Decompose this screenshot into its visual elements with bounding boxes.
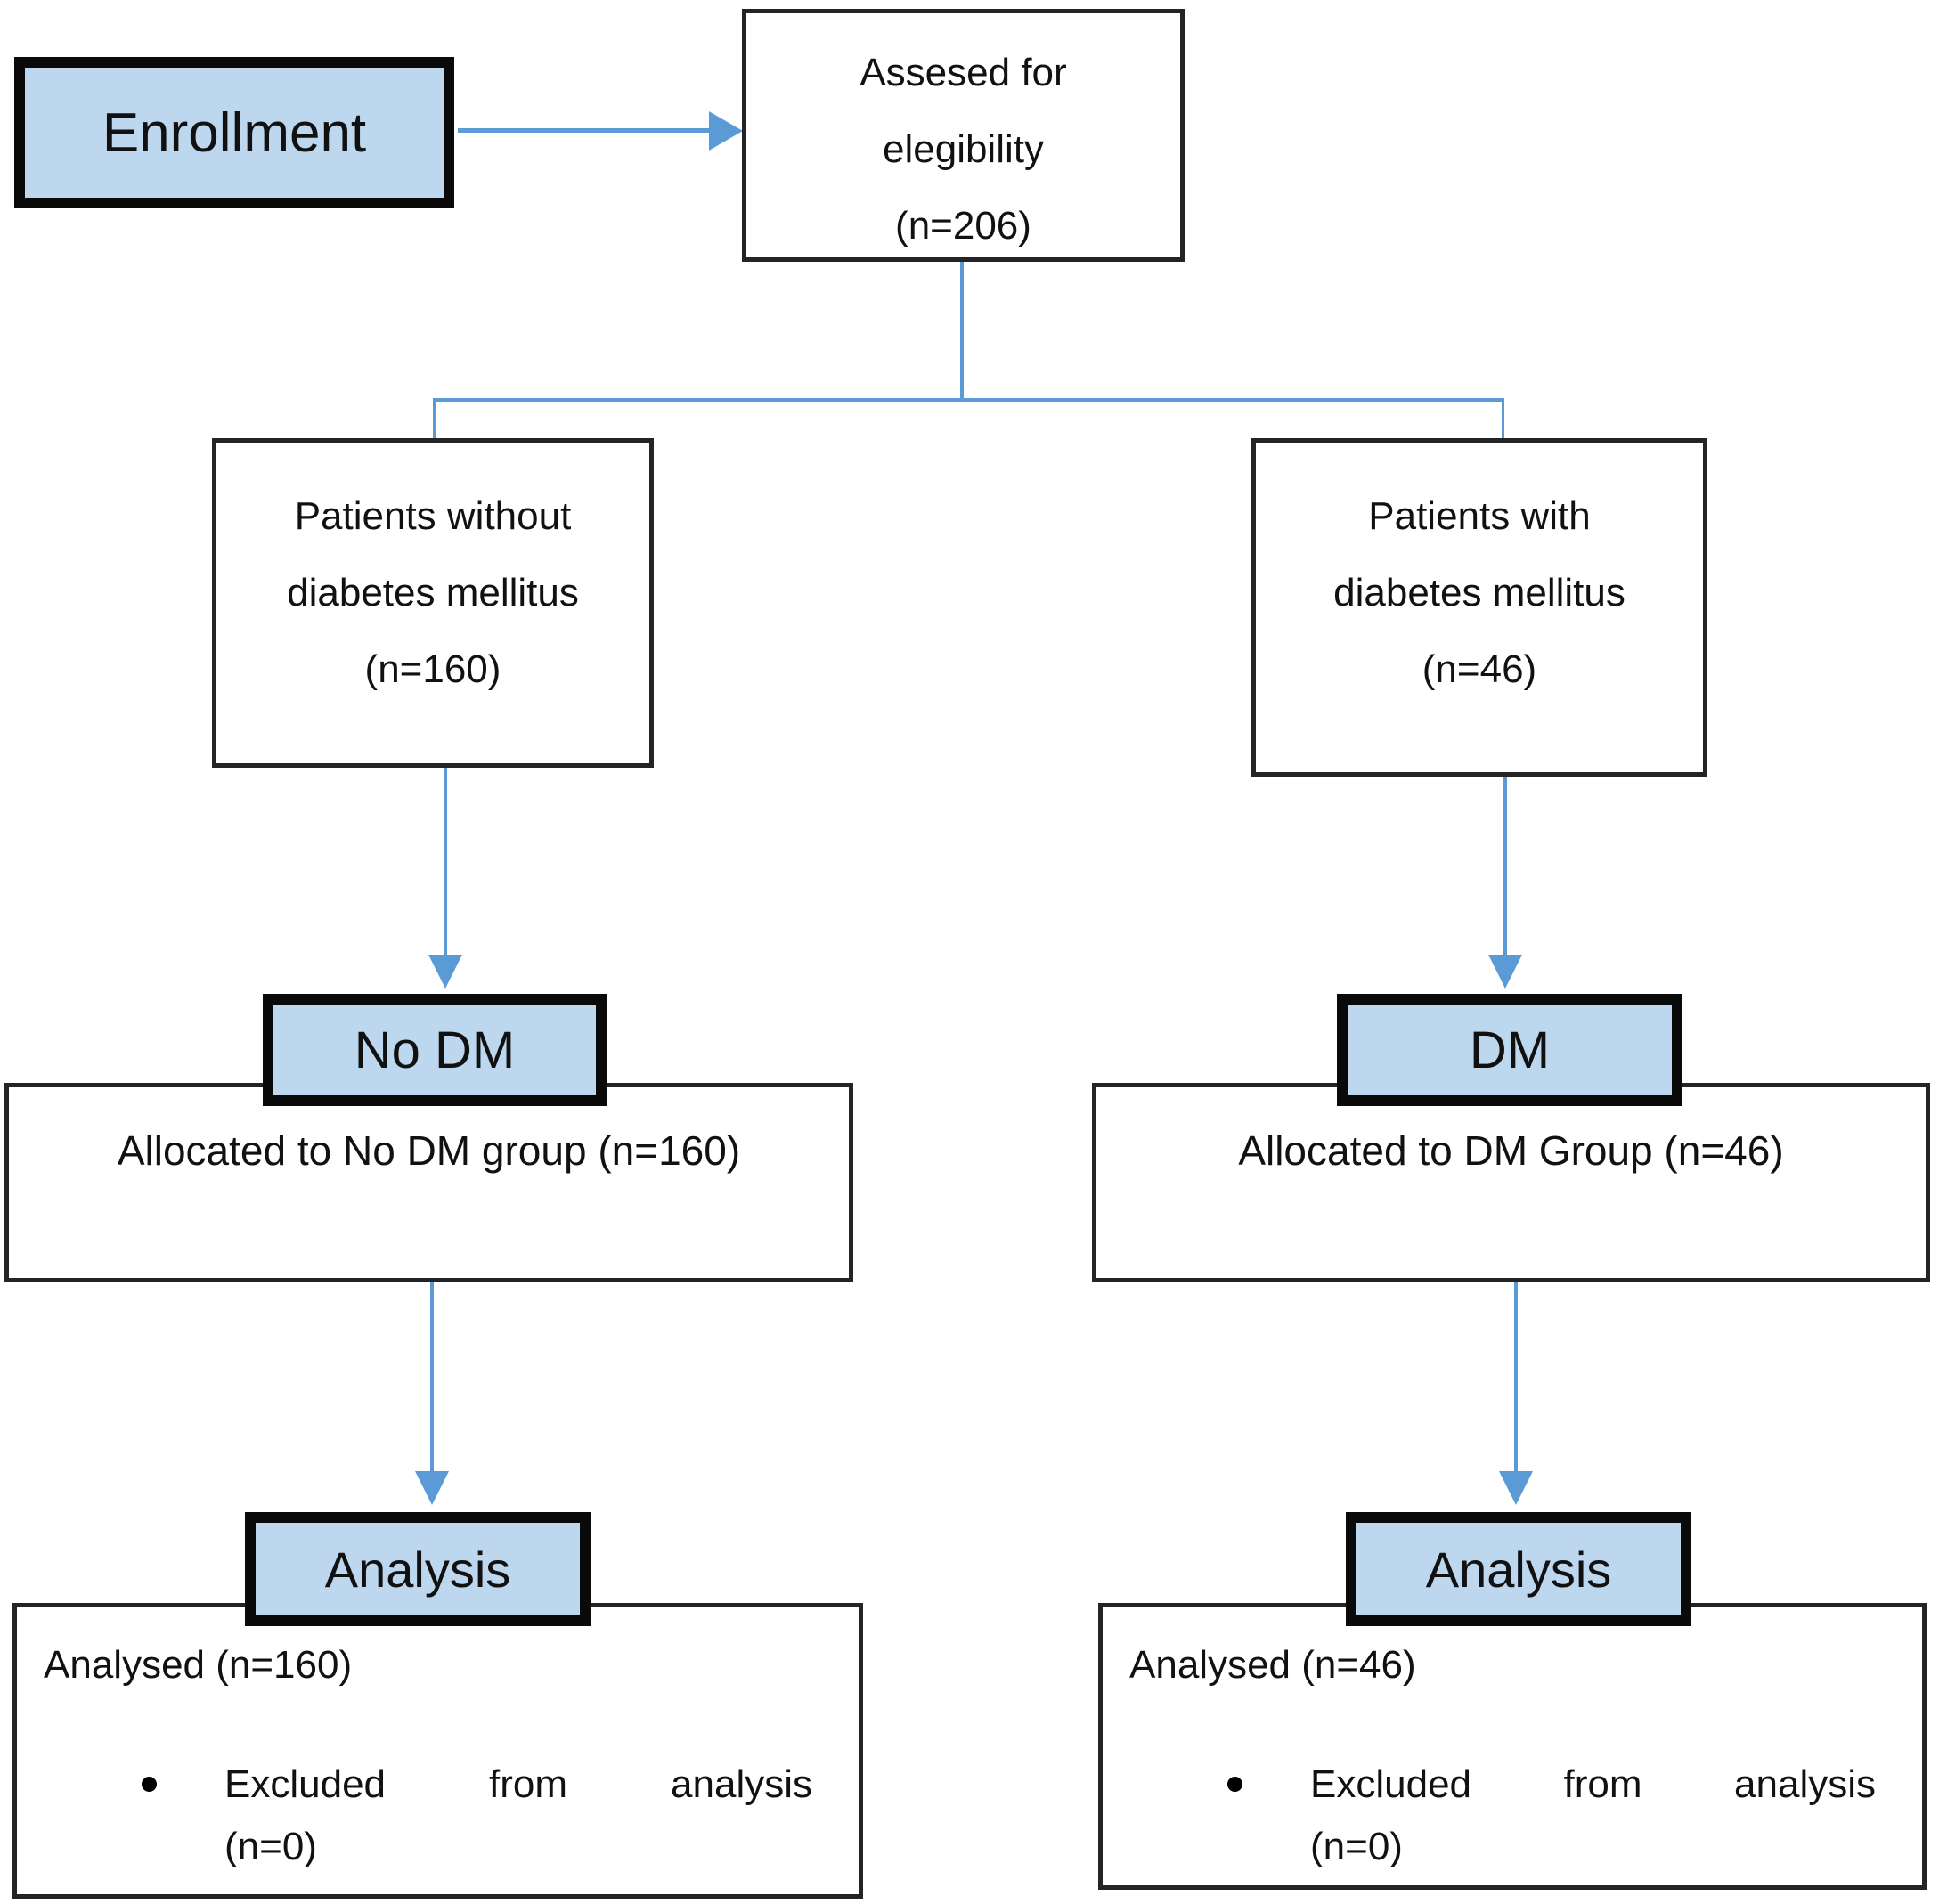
excluded-left-n: (n=0)	[224, 1825, 317, 1868]
excluded-right-row: Excluded from analysis	[1227, 1762, 1876, 1807]
patients-without-dm-line2: diabetes mellitus	[287, 571, 579, 614]
arrowhead-down-icon	[428, 955, 462, 989]
arrow-enrollment-to-assessed-line	[458, 128, 711, 133]
no-dm-label: No DM	[354, 1021, 516, 1079]
analysed-left-title: Analysed (n=160)	[44, 1643, 353, 1687]
arrow-right-to-analysis-line	[1514, 1282, 1518, 1473]
arrowhead-down-icon	[1488, 955, 1522, 989]
bullet-icon	[142, 1777, 157, 1792]
dm-label-box: DM	[1337, 994, 1682, 1106]
arrowhead-down-icon	[415, 1471, 449, 1505]
arrow-left-to-group-line	[444, 768, 447, 956]
bullet-icon	[1227, 1777, 1242, 1792]
analysis-label-right: Analysis	[1425, 1541, 1612, 1598]
assessed-box: Assesed for elegibility (n=206)	[742, 9, 1185, 262]
excluded-left-row: Excluded from analysis	[142, 1762, 812, 1807]
excluded-right-text: Excluded from analysis	[1310, 1762, 1876, 1806]
allocated-no-dm-box: Allocated to No DM group (n=160)	[4, 1083, 853, 1282]
arrowhead-down-icon	[1499, 1471, 1533, 1505]
allocated-dm-text: Allocated to DM Group (n=46)	[1238, 1127, 1784, 1174]
assessed-line1: Assesed for	[860, 51, 1067, 94]
enrollment-label: Enrollment	[102, 102, 367, 164]
analysis-label-left: Analysis	[324, 1541, 511, 1598]
excluded-right-n: (n=0)	[1310, 1825, 1403, 1868]
patients-without-dm-box: Patients without diabetes mellitus (n=16…	[212, 438, 654, 768]
allocated-dm-box: Allocated to DM Group (n=46)	[1092, 1083, 1930, 1282]
patients-without-dm-line3: (n=160)	[364, 647, 501, 691]
analysis-label-box-left: Analysis	[245, 1512, 591, 1626]
excluded-left-text: Excluded from analysis	[224, 1762, 812, 1806]
analysed-box-right: Analysed (n=46) Excluded from analysis (…	[1098, 1603, 1927, 1890]
enrollment-box: Enrollment	[14, 57, 454, 208]
patients-with-dm-line2: diabetes mellitus	[1333, 571, 1625, 614]
analysis-label-box-right: Analysis	[1346, 1512, 1691, 1626]
analysed-box-left: Analysed (n=160) Excluded from analysis …	[12, 1603, 863, 1899]
patients-with-dm-box: Patients with diabetes mellitus (n=46)	[1251, 438, 1707, 777]
dm-label: DM	[1469, 1021, 1551, 1079]
split-connector-right-drop	[1502, 401, 1504, 439]
patients-without-dm-line1: Patients without	[294, 494, 572, 538]
assessed-line2: elegibility	[883, 127, 1044, 171]
assessed-line3: (n=206)	[895, 204, 1031, 248]
allocated-no-dm-text: Allocated to No DM group (n=160)	[117, 1127, 741, 1174]
patients-with-dm-line1: Patients with	[1368, 494, 1591, 538]
arrow-left-to-analysis-line	[430, 1282, 434, 1473]
split-connector-crossbar	[433, 398, 1504, 402]
analysed-right-title: Analysed (n=46)	[1129, 1643, 1416, 1687]
split-connector-left-drop	[433, 401, 436, 439]
arrowhead-right-icon	[709, 111, 743, 151]
arrow-right-to-group-line	[1503, 777, 1507, 956]
patients-with-dm-line3: (n=46)	[1422, 647, 1537, 691]
no-dm-label-box: No DM	[263, 994, 607, 1106]
split-connector-stem	[960, 261, 964, 401]
